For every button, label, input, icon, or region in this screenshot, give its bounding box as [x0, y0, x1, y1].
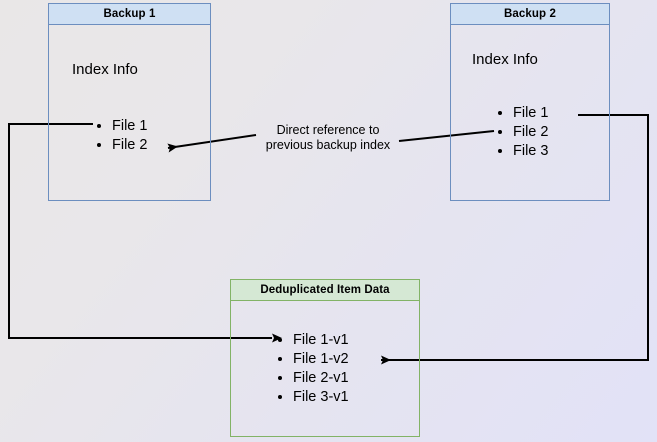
node-deduplicated-item-data-list: File 1-v1 File 1-v2 File 2-v1 File 3-v1: [276, 331, 349, 407]
node-backup-2[interactable]: Backup 2: [450, 3, 610, 201]
list-item: File 1-v1: [293, 331, 349, 350]
node-backup-1-header: Backup 1: [49, 4, 210, 25]
node-deduplicated-item-data-header: Deduplicated Item Data: [231, 280, 419, 301]
list-item: File 3-v1: [293, 388, 349, 407]
list-item: File 2-v1: [293, 369, 349, 388]
list-item: File 1: [112, 117, 147, 136]
list-item: File 2: [112, 136, 147, 155]
list-item: File 2: [513, 123, 548, 142]
list-item: File 3: [513, 142, 548, 161]
node-backup-2-file-list: File 1 File 2 File 3: [496, 104, 548, 161]
node-deduplicated-item-data[interactable]: Deduplicated Item Data: [230, 279, 420, 437]
list-item: File 1-v2: [293, 350, 349, 369]
node-backup-1[interactable]: Backup 1: [48, 3, 211, 201]
node-backup-2-subtitle: Index Info: [472, 51, 538, 68]
list-item: File 1: [513, 104, 548, 123]
node-backup-2-header: Backup 2: [451, 4, 609, 25]
edge-label-line-2: previous backup index: [265, 138, 391, 152]
edge-label-line-1: Direct reference to: [276, 123, 380, 137]
edge-label-direct-reference: Direct reference to previous backup inde…: [255, 123, 401, 153]
node-backup-1-file-list: File 1 File 2: [95, 117, 147, 155]
node-backup-1-subtitle: Index Info: [72, 61, 138, 78]
